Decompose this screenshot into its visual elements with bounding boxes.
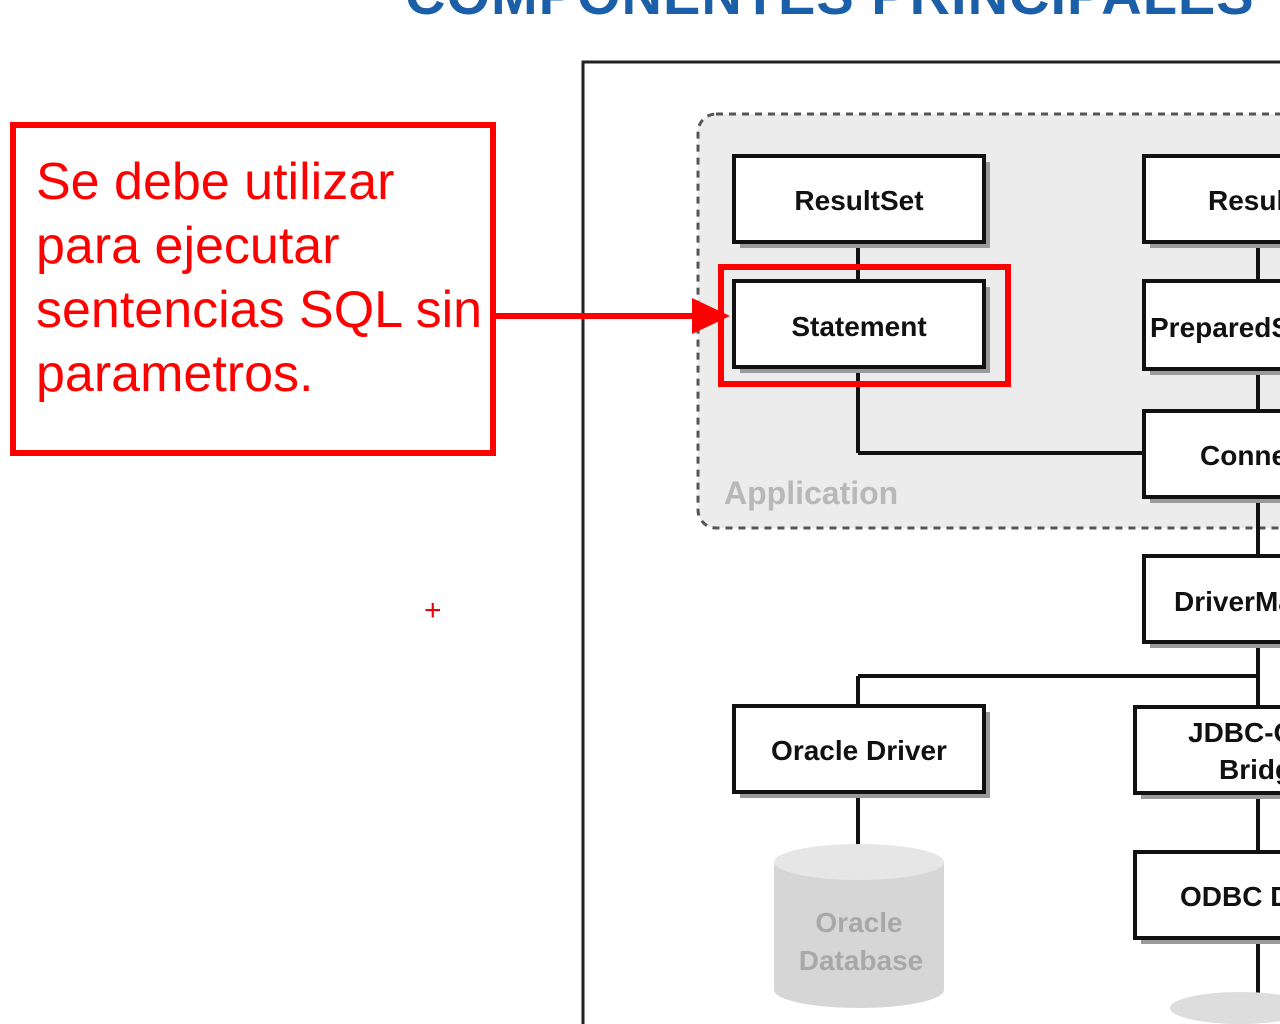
box-oracle-driver: Oracle Driver (732, 704, 986, 794)
callout-arrowhead (692, 298, 730, 334)
box-resultset-right: Result (1142, 154, 1280, 244)
box-resultset-left: ResultSet (732, 154, 986, 244)
database-label-line1: Oracle (815, 907, 902, 938)
box-driver-manager: DriverMa (1142, 554, 1280, 644)
box-connection: Connec (1142, 409, 1280, 499)
statement-label: Statement (791, 311, 926, 342)
callout-text: Se debe utilizar para ejecutar sentencia… (36, 153, 483, 403)
callout-box: Se debe utilizar para ejecutar sentencia… (10, 122, 496, 456)
crosshair-cursor: + (424, 594, 442, 627)
box-prepared-statement: PreparedSt (1142, 279, 1280, 371)
database-cylinder: Oracle Database (774, 844, 944, 1008)
jdbc-odbc-label-line1: JDBC-O (1188, 717, 1280, 748)
prepared-statement-label: PreparedSt (1150, 312, 1280, 343)
odbc-driver-label: ODBC D (1180, 881, 1280, 912)
box-jdbc-odbc-bridge: JDBC-O Bridg (1133, 705, 1280, 795)
application-label: Application (724, 475, 898, 511)
slide-title: COMPONENTES PRINCIPALES (405, 0, 1255, 27)
resultset-right-label: Result (1208, 185, 1280, 216)
connection-label: Connec (1200, 440, 1280, 471)
oracle-driver-label: Oracle Driver (771, 735, 947, 766)
box-statement: Statement (732, 279, 986, 369)
database-cylinder-partial (1170, 992, 1280, 1024)
jdbc-odbc-label-line2: Bridg (1219, 754, 1280, 785)
database-label-line2: Database (799, 945, 924, 976)
resultset-left-label: ResultSet (794, 185, 923, 216)
statement-highlight (718, 264, 1011, 387)
driver-manager-label: DriverMa (1174, 586, 1280, 617)
box-odbc-driver: ODBC D (1133, 850, 1280, 940)
